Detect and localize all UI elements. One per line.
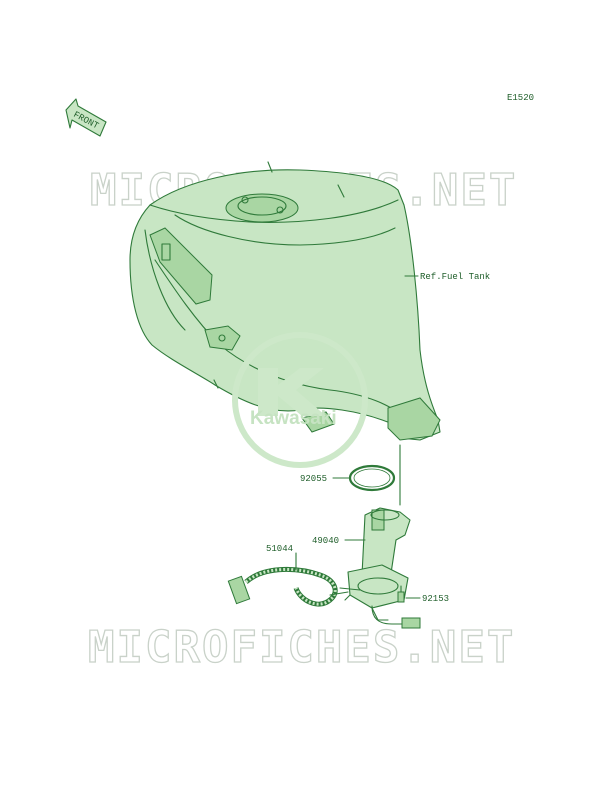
watermark-bottom: MICROFICHES.NET — [88, 622, 515, 673]
logo-text: Kawasaki — [250, 408, 337, 429]
diagram-code: E1520 — [507, 93, 534, 103]
gasket-ring — [348, 464, 396, 492]
callout-gasket: 92055 — [300, 474, 327, 484]
kawasaki-logo: Kawasaki — [232, 332, 368, 468]
callout-bolt: 92153 — [422, 594, 449, 604]
callout-fuel-pump: 49040 — [312, 536, 339, 546]
bolt — [397, 585, 405, 603]
wiring-harness — [227, 567, 349, 607]
callout-harness: 51044 — [266, 544, 293, 554]
fuel-pump — [339, 507, 421, 629]
fuel-tank — [129, 161, 441, 441]
callout-fuel-tank: Ref.Fuel Tank — [420, 272, 490, 282]
front-arrow-icon: FRONT — [65, 98, 107, 137]
